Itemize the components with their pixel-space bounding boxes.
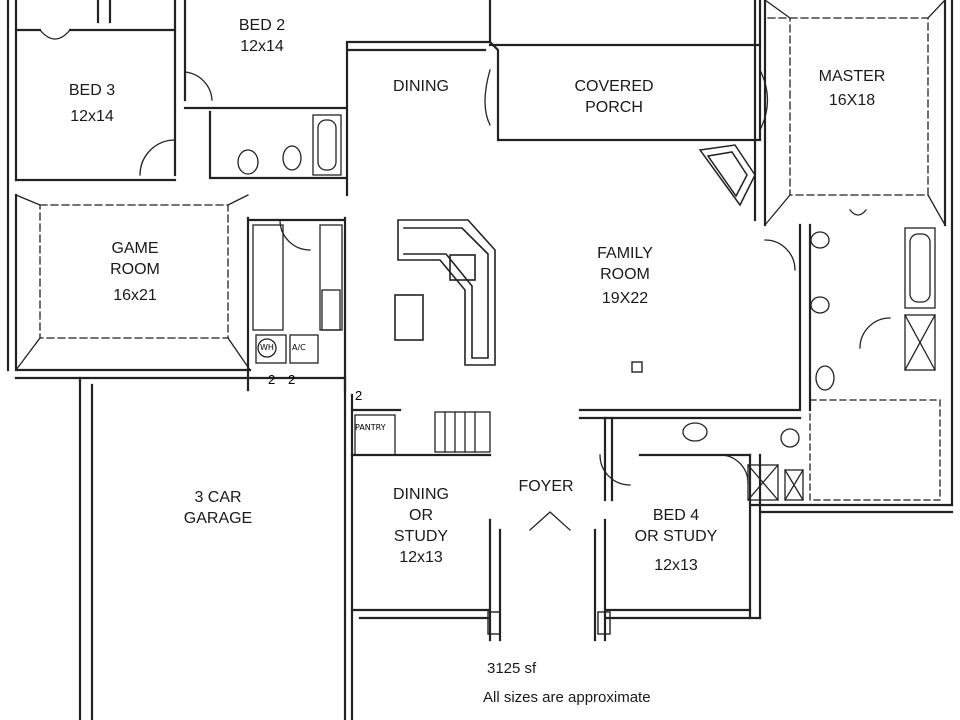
room-covered-porch: COVERED PORCH xyxy=(574,76,653,118)
room-name-line1: FAMILY xyxy=(597,245,653,262)
total-area: 3125 sf xyxy=(487,660,537,677)
room-size: 12x13 xyxy=(654,557,698,574)
stairs xyxy=(354,411,491,456)
room-size: 12x14 xyxy=(70,108,114,125)
ac-label: A/C xyxy=(292,343,306,352)
room-size: 16x21 xyxy=(113,287,157,304)
room-name: BED 3 xyxy=(68,82,116,99)
room-bed-2: BED 2 12x14 xyxy=(239,15,285,57)
room-name-line3: STUDY xyxy=(393,528,449,545)
dimension-mark: 2 xyxy=(288,372,295,387)
room-bed-4-or-study: BED 4 OR STUDY 12x13 xyxy=(635,505,718,576)
room-name-line2: OR STUDY xyxy=(634,528,718,545)
pantry-label: PANTRY xyxy=(355,423,386,432)
bath-fixtures xyxy=(237,114,941,501)
room-foyer: FOYER xyxy=(518,476,573,497)
water-heater-label: WH xyxy=(260,343,274,352)
room-name: MASTER xyxy=(818,68,886,85)
room-name-line1: GAME xyxy=(111,240,159,257)
kitchen-counters xyxy=(252,224,343,364)
dimension-mark: 2 xyxy=(355,388,362,403)
room-name-line2: ROOM xyxy=(110,261,160,278)
room-name-line2: GARAGE xyxy=(183,510,253,527)
room-name-line1: BED 4 xyxy=(652,507,700,524)
room-name-line1: DINING xyxy=(393,486,449,503)
room-family-room: FAMILY ROOM 19X22 xyxy=(597,243,653,309)
room-garage: 3 CAR GARAGE xyxy=(184,487,252,529)
disclaimer: All sizes are approximate xyxy=(483,689,651,706)
kitchen-island xyxy=(394,219,496,366)
room-size: 16X18 xyxy=(828,92,876,109)
exterior-walls xyxy=(6,0,954,720)
room-master: MASTER 16X18 xyxy=(819,66,886,111)
room-size: 12x13 xyxy=(399,549,443,566)
room-size: 12x14 xyxy=(240,38,284,55)
room-dining-or-study: DINING OR STUDY 12x13 xyxy=(393,484,449,568)
room-name-line2: OR xyxy=(409,507,433,524)
room-size: 19X22 xyxy=(601,290,649,307)
room-dining: DINING xyxy=(393,76,449,97)
room-name-line2: ROOM xyxy=(600,266,650,283)
dimension-mark: 2 xyxy=(268,372,275,387)
room-bed-3: BED 3 12x14 xyxy=(69,80,115,127)
room-name: DINING xyxy=(393,78,449,95)
entry-posts xyxy=(487,361,643,635)
fireplace xyxy=(698,144,756,207)
room-name-line2: PORCH xyxy=(585,99,643,116)
room-name: BED 2 xyxy=(238,17,286,34)
room-name: FOYER xyxy=(518,478,574,495)
room-name-line1: COVERED xyxy=(574,78,654,95)
room-name-line1: 3 CAR xyxy=(194,489,242,506)
room-game-room: GAME ROOM 16x21 xyxy=(110,238,160,306)
